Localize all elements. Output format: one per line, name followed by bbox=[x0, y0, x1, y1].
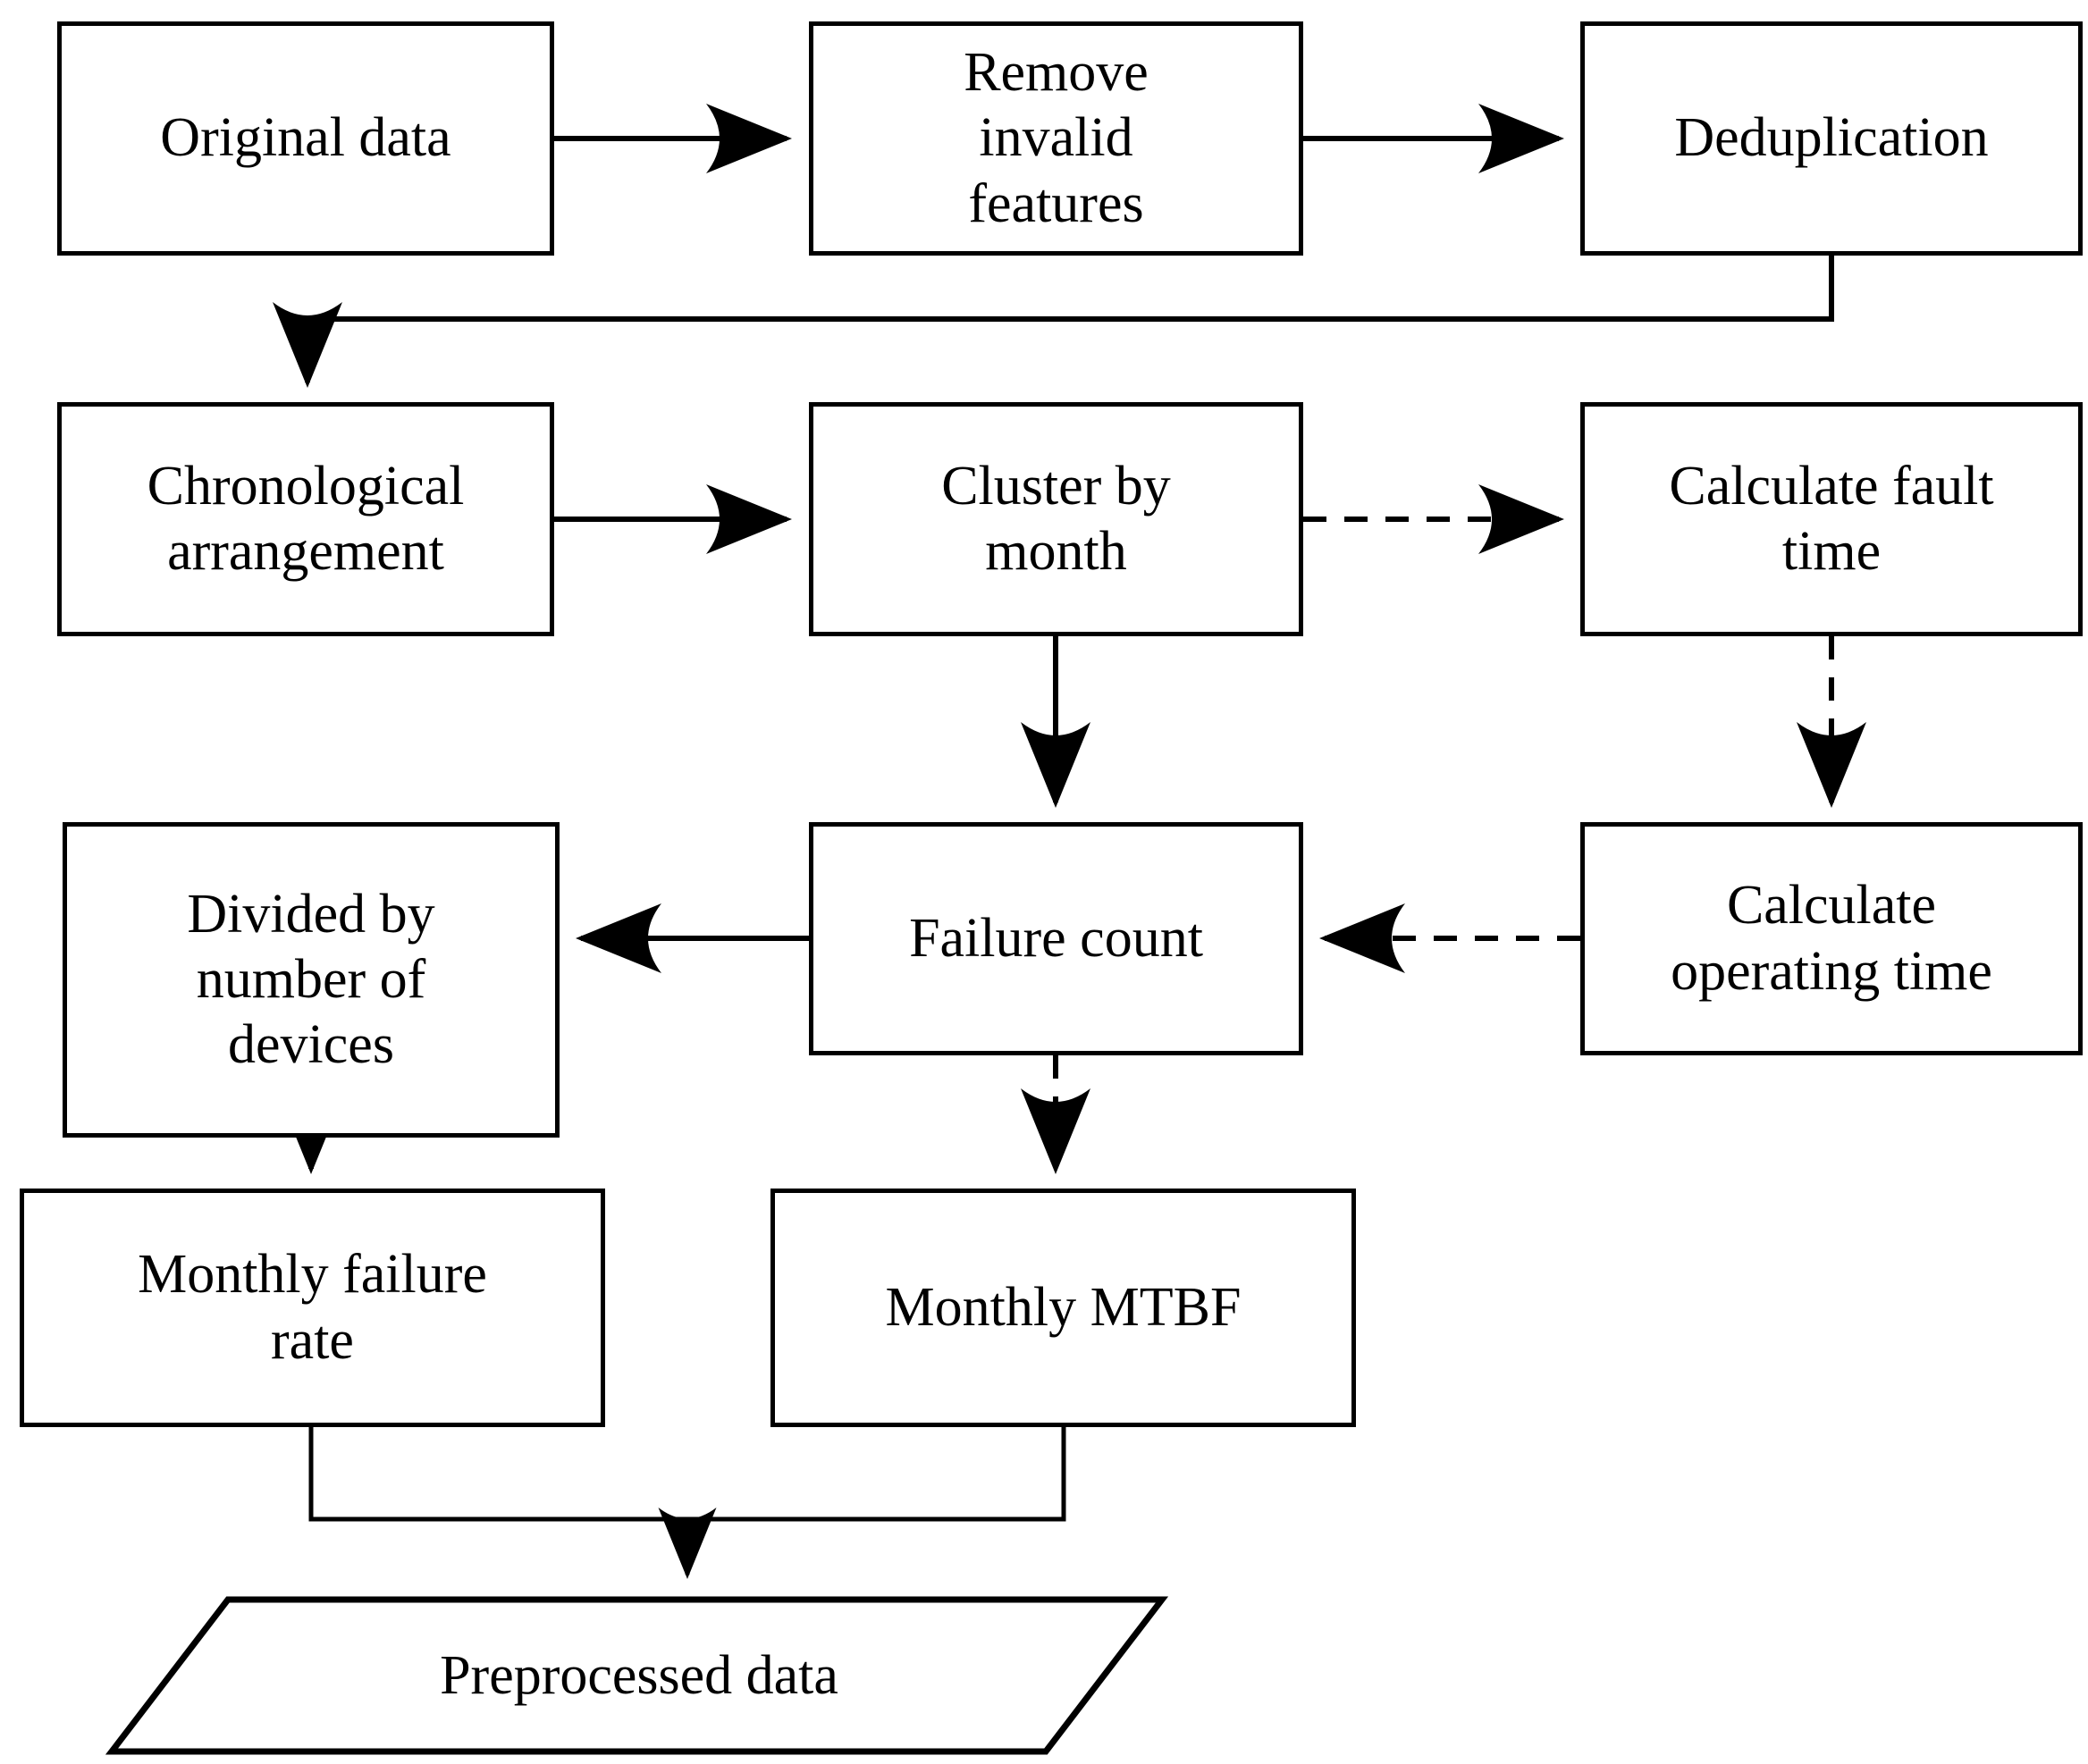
node-chronological-arrangement[interactable]: Chronological arrangement bbox=[57, 402, 554, 636]
node-monthly-mtbf[interactable]: Monthly MTBF bbox=[770, 1189, 1356, 1427]
node-original-data[interactable]: Original data bbox=[57, 21, 554, 256]
node-label: Monthly MTBF bbox=[885, 1276, 1242, 1338]
node-monthly-failure-rate[interactable]: Monthly failure rate bbox=[20, 1189, 605, 1427]
node-cluster-by-month[interactable]: Cluster by month bbox=[809, 402, 1303, 636]
node-deduplication[interactable]: Deduplication bbox=[1580, 21, 2083, 256]
node-label: Cluster by month bbox=[941, 455, 1171, 582]
node-remove-invalid-features[interactable]: Remove invalid features bbox=[809, 21, 1303, 256]
node-divided-by-number-of-devices[interactable]: Divided by number of devices bbox=[63, 822, 560, 1138]
node-label: Monthly failure rate bbox=[138, 1244, 487, 1371]
node-calculate-operating-time[interactable]: Calculate operating time bbox=[1580, 822, 2083, 1055]
node-calculate-fault-time[interactable]: Calculate fault time bbox=[1580, 402, 2083, 636]
node-label: Preprocessed data bbox=[440, 1644, 838, 1706]
node-label: Failure count bbox=[909, 907, 1203, 969]
node-preprocessed-data[interactable]: Preprocessed data bbox=[116, 1600, 1162, 1751]
node-failure-count[interactable]: Failure count bbox=[809, 822, 1303, 1055]
node-label: Calculate fault time bbox=[1669, 455, 1994, 582]
edge-rate-mtbf-to-preprocessed bbox=[308, 1427, 1066, 1522]
edge-dedup-to-chronological bbox=[273, 256, 1834, 388]
node-label: Chronological arrangement bbox=[147, 455, 465, 582]
node-label: Divided by number of devices bbox=[187, 883, 435, 1076]
node-label: Calculate operating time bbox=[1671, 875, 1992, 1002]
node-label: Remove invalid features bbox=[964, 42, 1149, 234]
node-label: Deduplication bbox=[1674, 107, 1989, 169]
node-label: Original data bbox=[160, 107, 451, 169]
